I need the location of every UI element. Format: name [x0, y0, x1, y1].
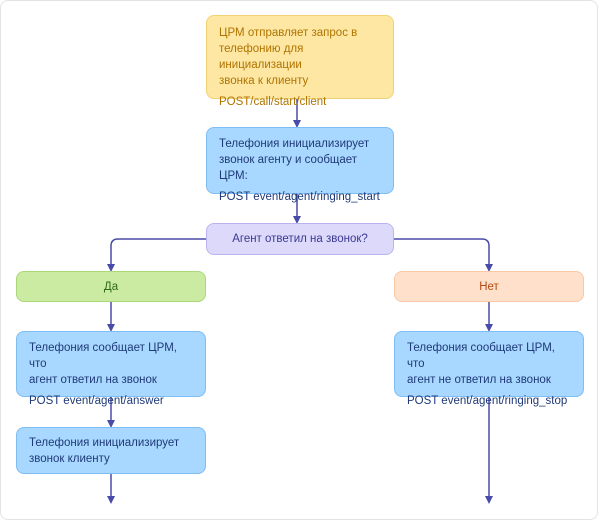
- node-text-line: телефонию для инициализации: [219, 43, 304, 71]
- connectors: [107, 99, 493, 504]
- node-text-line: ЦРМ отправляет запрос в: [219, 27, 358, 39]
- decision-text: Агент ответил на звонок?: [232, 233, 368, 245]
- node-text-line: Телефония сообщает ЦРМ, что: [29, 342, 177, 370]
- node-text-line: Телефония сообщает ЦРМ, что: [407, 342, 555, 370]
- no-branch-node: Нет: [394, 271, 584, 302]
- agent-not-answered-node: Телефония сообщает ЦРМ, что агент не отв…: [394, 331, 584, 407]
- node-text-line: Телефония инициализирует: [29, 437, 180, 449]
- node-text-line: агент не ответил на звонок: [407, 374, 551, 386]
- decision-node: Агент ответил на звонок?: [206, 223, 394, 255]
- node-endpoint: POST/call/start/client: [219, 96, 327, 108]
- arrow-decision-to-yes: [107, 238, 206, 272]
- telephony-init-agent-node: Телефония инициализирует звонок агенту и…: [206, 127, 394, 203]
- agent-answered-node: Телефония сообщает ЦРМ, что агент ответи…: [16, 331, 206, 407]
- node-text-line: звонка к клиенту: [219, 75, 309, 87]
- node-text-line: звонок агенту и сообщает ЦРМ:: [219, 154, 358, 182]
- arrow-decision-to-no: [394, 238, 493, 272]
- yes-branch-node: Да: [16, 271, 206, 302]
- node-endpoint: POST event/agent/ringing_stop: [407, 395, 568, 407]
- node-endpoint: POST event/agent/answer: [29, 395, 164, 407]
- yes-label: Да: [103, 280, 119, 293]
- crm-request-node: ЦРМ отправляет запрос в телефонию для ин…: [206, 15, 394, 108]
- no-label: Нет: [479, 280, 499, 293]
- node-text-line: Телефония инициализирует: [219, 138, 370, 150]
- telephony-init-client-node: Телефония инициализирует звонок клиенту: [16, 427, 206, 474]
- node-text-line: звонок клиенту: [29, 453, 110, 465]
- node-endpoint: POST event/agent/ringing_start: [219, 191, 380, 203]
- node-text-line: агент ответил на звонок: [29, 374, 157, 386]
